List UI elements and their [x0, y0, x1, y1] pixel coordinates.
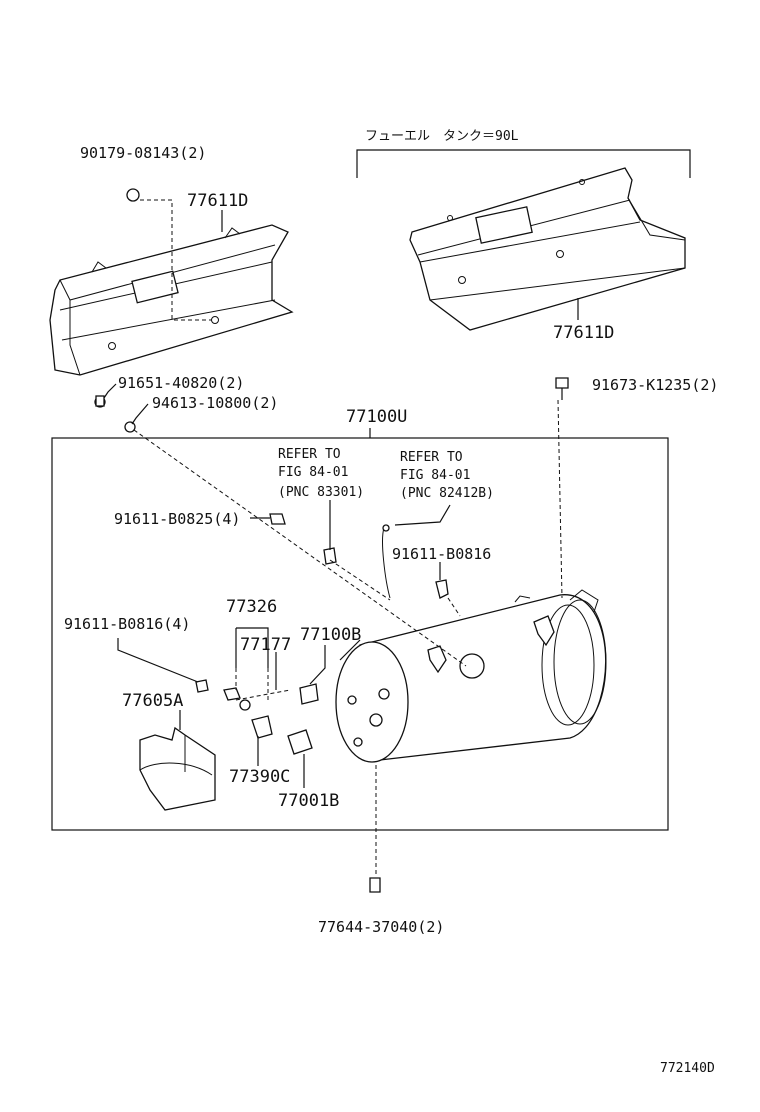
fasteners [94, 188, 569, 893]
part-label: 77100B [300, 625, 361, 645]
ref-1-line-2: FIG 84-01 [278, 465, 348, 480]
part-label: 77644-37040(2) [318, 918, 444, 936]
ref-1-line-3: (PNC 83301) [278, 485, 364, 500]
part-label: 77177 [240, 635, 291, 655]
variant-label: フューエル タンク＝90L [365, 129, 519, 144]
part-label: 91611-B0816(4) [64, 615, 190, 633]
part-label: 77001B [278, 791, 339, 811]
assembly-box [51, 428, 669, 831]
assembly-label: 77100U [346, 407, 407, 427]
ref-2-line-3: (PNC 82412B) [400, 486, 494, 501]
figure-code: 772140D [660, 1061, 715, 1076]
part-label: 91611-B0816 [392, 545, 491, 563]
part-label: 77611D [187, 191, 248, 211]
ref-1-line-1: REFER TO [278, 447, 341, 462]
part-labels: 90179-08143(2) 77611D 77611D 91651-40820… [64, 144, 718, 936]
part-label: 77611D [553, 323, 614, 343]
part-label: 94613-10800(2) [152, 394, 278, 412]
protector-right [409, 167, 686, 331]
leader-lines [103, 199, 579, 876]
fuel-tank [335, 589, 607, 763]
part-label: 77605A [122, 691, 183, 711]
variant-bracket: フューエル タンク＝90L [356, 129, 691, 178]
ref-2-line-2: FIG 84-01 [400, 468, 470, 483]
part-label: 77326 [226, 597, 277, 617]
part-label: 90179-08143(2) [80, 144, 206, 162]
ref-2-line-1: REFER TO [400, 450, 463, 465]
cover-part [139, 726, 216, 811]
reference-notes: REFER TO FIG 84-01 (PNC 83301) REFER TO … [278, 447, 494, 501]
part-label: 77390C [229, 767, 290, 787]
part-label: 91651-40820(2) [118, 374, 244, 392]
protector-left [49, 224, 294, 376]
part-label: 91673-K1235(2) [592, 376, 718, 394]
part-label: 91611-B0825(4) [114, 510, 240, 528]
